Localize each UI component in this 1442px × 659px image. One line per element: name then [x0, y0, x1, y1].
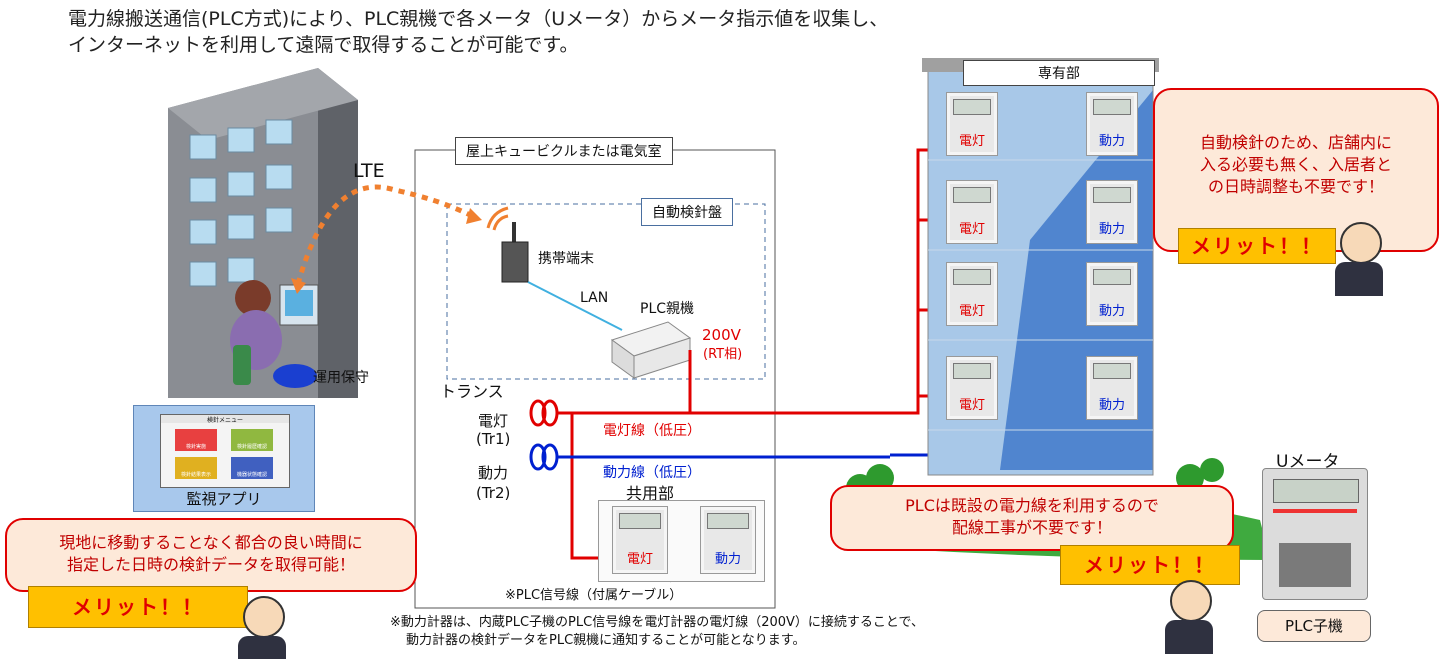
app-tile-3[interactable]: 検針結果表示 [175, 457, 217, 479]
common-dento-meter-label: 電灯 [626, 552, 653, 567]
tenant-doryoku-meter-2: 動力 [1086, 180, 1138, 244]
meter-label: 電灯 [958, 222, 985, 237]
meter-label: 電灯 [958, 398, 985, 413]
tenant-dento-meter-1: 電灯 [946, 92, 998, 156]
tenant-dento-meter-4: 電灯 [946, 356, 998, 420]
presenter-avatar-center [1170, 580, 1212, 622]
plc-child-label: PLC子機 [1257, 610, 1371, 642]
plc-signal-label: ※PLC信号線（付属ケーブル） [505, 588, 683, 603]
tr1-label: (Tr1) [476, 430, 511, 448]
presenter-body-right [1335, 262, 1383, 296]
rooftop-label: 屋上キュービクルまたは電気室 [455, 137, 673, 165]
mobile-terminal-device [501, 222, 529, 283]
common-doryoku-meter-label: 動力 [714, 552, 741, 567]
callout-center-line-2: 配線工事が不要です！ [951, 518, 1112, 537]
intro-line-1: 電力線搬送通信(PLC方式)により、PLC親機で各メータ（Uメータ）からメータ指… [68, 8, 889, 30]
operator-figure [230, 280, 319, 388]
office-building [168, 68, 358, 398]
auto-panel-box [446, 203, 766, 380]
footnote: ※動力計器は、内蔵PLC子機のPLC信号線を電灯計器の電灯線（200V）に接続す… [390, 614, 924, 650]
rt-phase-label: (RT相) [703, 347, 743, 362]
u-meter-label: Uメータ [1276, 452, 1340, 472]
callout-center-line-1: PLCは既設の電力線を利用するので [905, 496, 1159, 515]
callout-right-line-1: 自動検針のため、店舗内に [1199, 133, 1392, 152]
monitor-app-panel: 検針メニュー 検針実施 検針履歴確認 検針結果表示 機器状態確認 監視アプリ [133, 405, 315, 512]
meter-label: 動力 [1098, 398, 1125, 413]
transformer-tr1 [529, 399, 559, 427]
meter-label: 動力 [1098, 304, 1125, 319]
common-dento-meter: 電灯 [612, 506, 668, 574]
meter-label: 電灯 [958, 134, 985, 149]
meter-label: 動力 [1098, 222, 1125, 237]
merit-badge-center: メリット！！ [1060, 545, 1240, 585]
merit-badge-right: メリット！！ [1178, 228, 1336, 264]
operation-label: 運用保守 [313, 370, 369, 386]
app-tile-2[interactable]: 検針履歴確認 [231, 429, 273, 451]
callout-right-line-2: 入る必要も無く、入居者と [1199, 155, 1392, 174]
common-area-label: 共用部 [626, 484, 675, 503]
meter-label: 電灯 [958, 304, 985, 319]
private-area-label: 専有部 [963, 60, 1155, 86]
v200-label: 200V [702, 326, 741, 344]
tenant-doryoku-meter-1: 動力 [1086, 92, 1138, 156]
footnote-line-1: ※動力計器は、内蔵PLC子機のPLC信号線を電灯計器の電灯線（200V）に接続す… [390, 615, 925, 630]
u-meter-device [1262, 468, 1368, 600]
callout-right-line-3: の日時調整も不要です！ [1207, 177, 1384, 196]
footnote-line-2: 動力計器の検針データをPLC親機に通知することが可能となります。 [406, 633, 806, 648]
app-screen-title: 検針メニュー [161, 415, 289, 424]
app-tile-4[interactable]: 機器状態確認 [231, 457, 273, 479]
trans-label: トランス [440, 382, 504, 401]
intro-line-2: インターネットを利用して遠隔で取得することが可能です。 [68, 34, 579, 56]
common-doryoku-meter: 動力 [700, 506, 756, 574]
tenant-doryoku-meter-4: 動力 [1086, 356, 1138, 420]
presenter-avatar-right [1340, 222, 1382, 264]
mobile-terminal-label: 携帯端末 [538, 251, 594, 267]
lan-label: LAN [580, 290, 609, 306]
doryoku-label: 動力 [478, 464, 509, 482]
callout-center: PLCは既設の電力線を利用するので 配線工事が不要です！ [830, 485, 1234, 551]
tr2-label: (Tr2) [476, 484, 511, 502]
lte-label: LTE [353, 160, 385, 182]
callout-left-line-1: 現地に移動することなく都合の良い時間に [59, 533, 363, 552]
callout-right: 自動検針のため、店舗内に 入る必要も無く、入居者と の日時調整も不要です！ [1153, 88, 1439, 252]
lte-link [295, 184, 472, 285]
lan-line [527, 281, 623, 331]
dento-line-label: 電灯線（低圧） [603, 423, 701, 439]
plc-parent-device [610, 321, 692, 379]
presenter-body-left [238, 636, 286, 659]
callout-left: 現地に移動することなく都合の良い時間に 指定した日時の検針データを取得可能！ [5, 518, 417, 592]
plc-parent-label: PLC親機 [640, 301, 695, 317]
presenter-avatar-left [243, 596, 285, 638]
app-screen: 検針メニュー 検針実施 検針履歴確認 検針結果表示 機器状態確認 [160, 414, 290, 488]
app-tile-1[interactable]: 検針実施 [175, 429, 217, 451]
doryoku-line-label: 動力線（低圧） [603, 465, 701, 481]
presenter-body-center [1165, 620, 1213, 654]
tenant-doryoku-meter-3: 動力 [1086, 262, 1138, 326]
callout-left-line-2: 指定した日時の検針データを取得可能！ [66, 555, 355, 574]
merit-badge-left: メリット！！ [28, 586, 248, 628]
transformer-tr2 [529, 443, 559, 471]
monitor-app-label: 監視アプリ [186, 490, 262, 508]
dento-label: 電灯 [478, 412, 509, 430]
intro-text: 電力線搬送通信(PLC方式)により、PLC親機で各メータ（Uメータ）からメータ指… [68, 6, 888, 58]
tenant-dento-meter-3: 電灯 [946, 262, 998, 326]
tenant-dento-meter-2: 電灯 [946, 180, 998, 244]
meter-label: 動力 [1098, 134, 1125, 149]
auto-panel-label: 自動検針盤 [641, 198, 733, 226]
